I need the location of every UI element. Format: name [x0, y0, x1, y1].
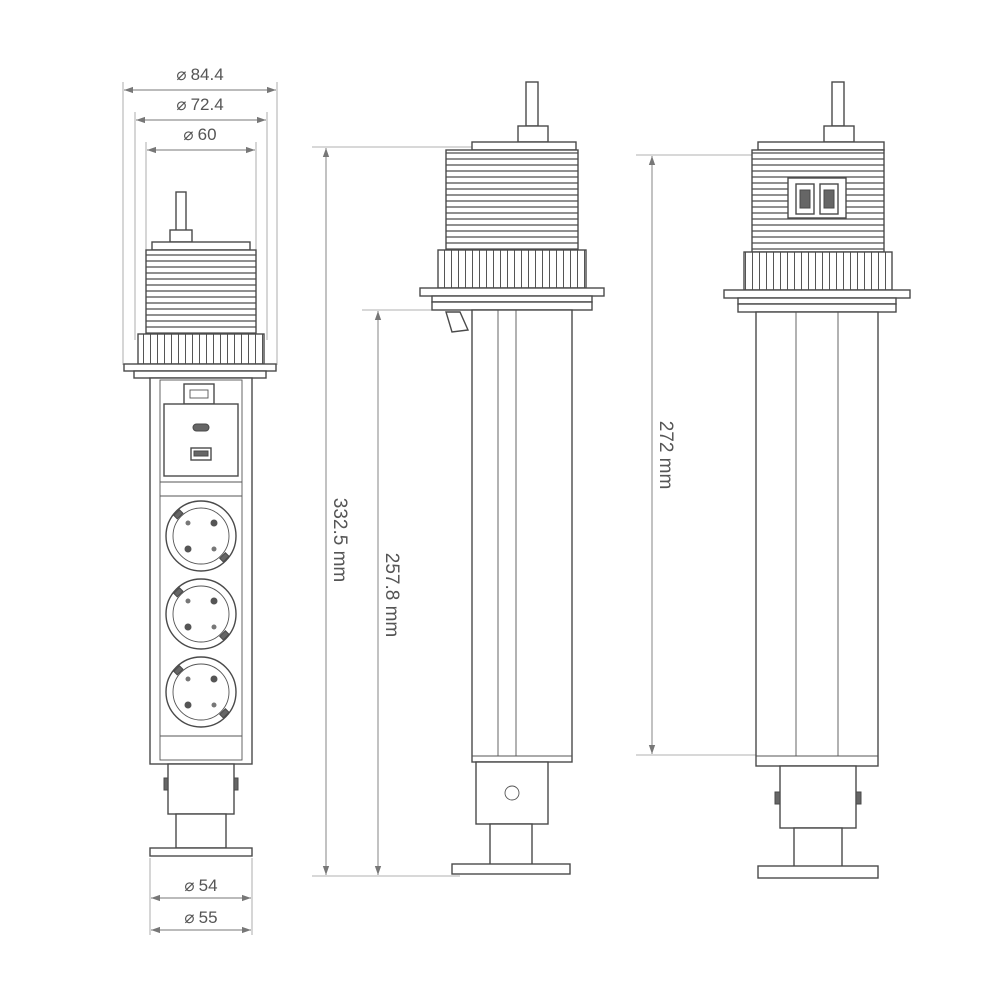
diameter-84-4-label: ⌀84.4 — [176, 65, 223, 84]
diameter-60-label: ⌀60 — [183, 125, 216, 144]
diameter-dimensions-top: ⌀84.4 ⌀72.4 ⌀60 — [122, 65, 278, 365]
side-view: 332.5 mm 257.8 mm — [312, 81, 605, 877]
socket-icon — [165, 578, 237, 650]
socket-icon — [165, 500, 237, 572]
back-view: 272 mm — [636, 81, 911, 879]
diameter-72-4-label: ⌀72.4 — [176, 95, 223, 114]
front-view: ⌀84.4 ⌀72.4 ⌀60 — [122, 65, 278, 935]
height-332-5-label: 332.5 mm — [329, 498, 350, 582]
height-272-label: 272 mm — [655, 421, 676, 490]
diameter-dimensions-bottom: ⌀54 ⌀55 — [149, 858, 253, 935]
diameter-55-label: ⌀55 — [184, 908, 217, 927]
socket-icon — [165, 656, 237, 728]
height-257-8-label: 257.8 mm — [381, 553, 402, 637]
usb-c-port-icon — [192, 423, 210, 432]
diameter-54-label: ⌀54 — [184, 876, 217, 895]
